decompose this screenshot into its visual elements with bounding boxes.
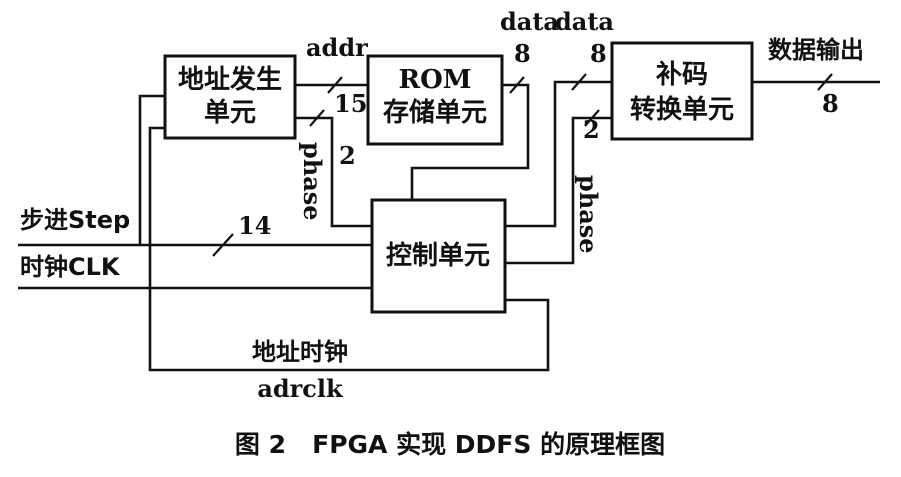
step-width-label: 14 (238, 211, 271, 240)
figure-caption: 图 2 FPGA 实现 DDFS 的原理框图 (235, 430, 665, 459)
data-rom-width-label: 8 (514, 39, 531, 68)
output-bus-tick (817, 73, 833, 91)
data-rom-wire (410, 83, 530, 200)
adrclk-cn-label: 地址时钟 (252, 338, 348, 366)
step-label: 步进Step (20, 206, 130, 234)
phase-left-label: phase (298, 142, 327, 221)
control-block (370, 198, 507, 314)
complement-label-line1: 补码 (656, 60, 708, 90)
address-gen-label-line2: 单元 (204, 98, 256, 128)
phase-left-tick (309, 109, 325, 127)
data-ctrl-width-label: 8 (590, 39, 607, 68)
data-ctrl-wire (505, 80, 612, 228)
step-bus-tick (212, 233, 234, 257)
phase-right-width-label: 2 (583, 115, 600, 144)
data-rom-label: data (500, 7, 559, 36)
data-ctrl-tick (571, 73, 587, 91)
step-to-address-gen-wire (138, 94, 165, 245)
data-rom-tick (509, 76, 525, 94)
output-label: 数据输出 (768, 36, 864, 64)
complement-block (610, 41, 754, 141)
addr-bus-tick (327, 76, 343, 94)
phase-left-wire (295, 116, 372, 228)
adrclk-loop-wire (148, 126, 550, 372)
phase-right-label: phase (574, 175, 603, 254)
phase-right-tick (584, 109, 600, 127)
output-width-label: 8 (822, 89, 839, 118)
data-ctrl-label: data (555, 7, 614, 36)
rom-label-line2: 存储单元 (383, 97, 487, 128)
clk-label: 时钟CLK (20, 253, 121, 281)
address-gen-label-line1: 地址发生 (178, 64, 282, 95)
complement-label-line2: 转换单元 (630, 95, 734, 125)
rom-block (366, 54, 504, 146)
address-gen-block (163, 54, 297, 140)
control-label: 控制单元 (386, 241, 490, 271)
phase-left-width-label: 2 (339, 141, 356, 170)
rom-label-line1: ROM (398, 65, 471, 95)
adrclk-en-label: adrclk (257, 374, 344, 403)
addr-width-label: 15 (334, 89, 367, 118)
addr-label: addr (306, 33, 368, 62)
